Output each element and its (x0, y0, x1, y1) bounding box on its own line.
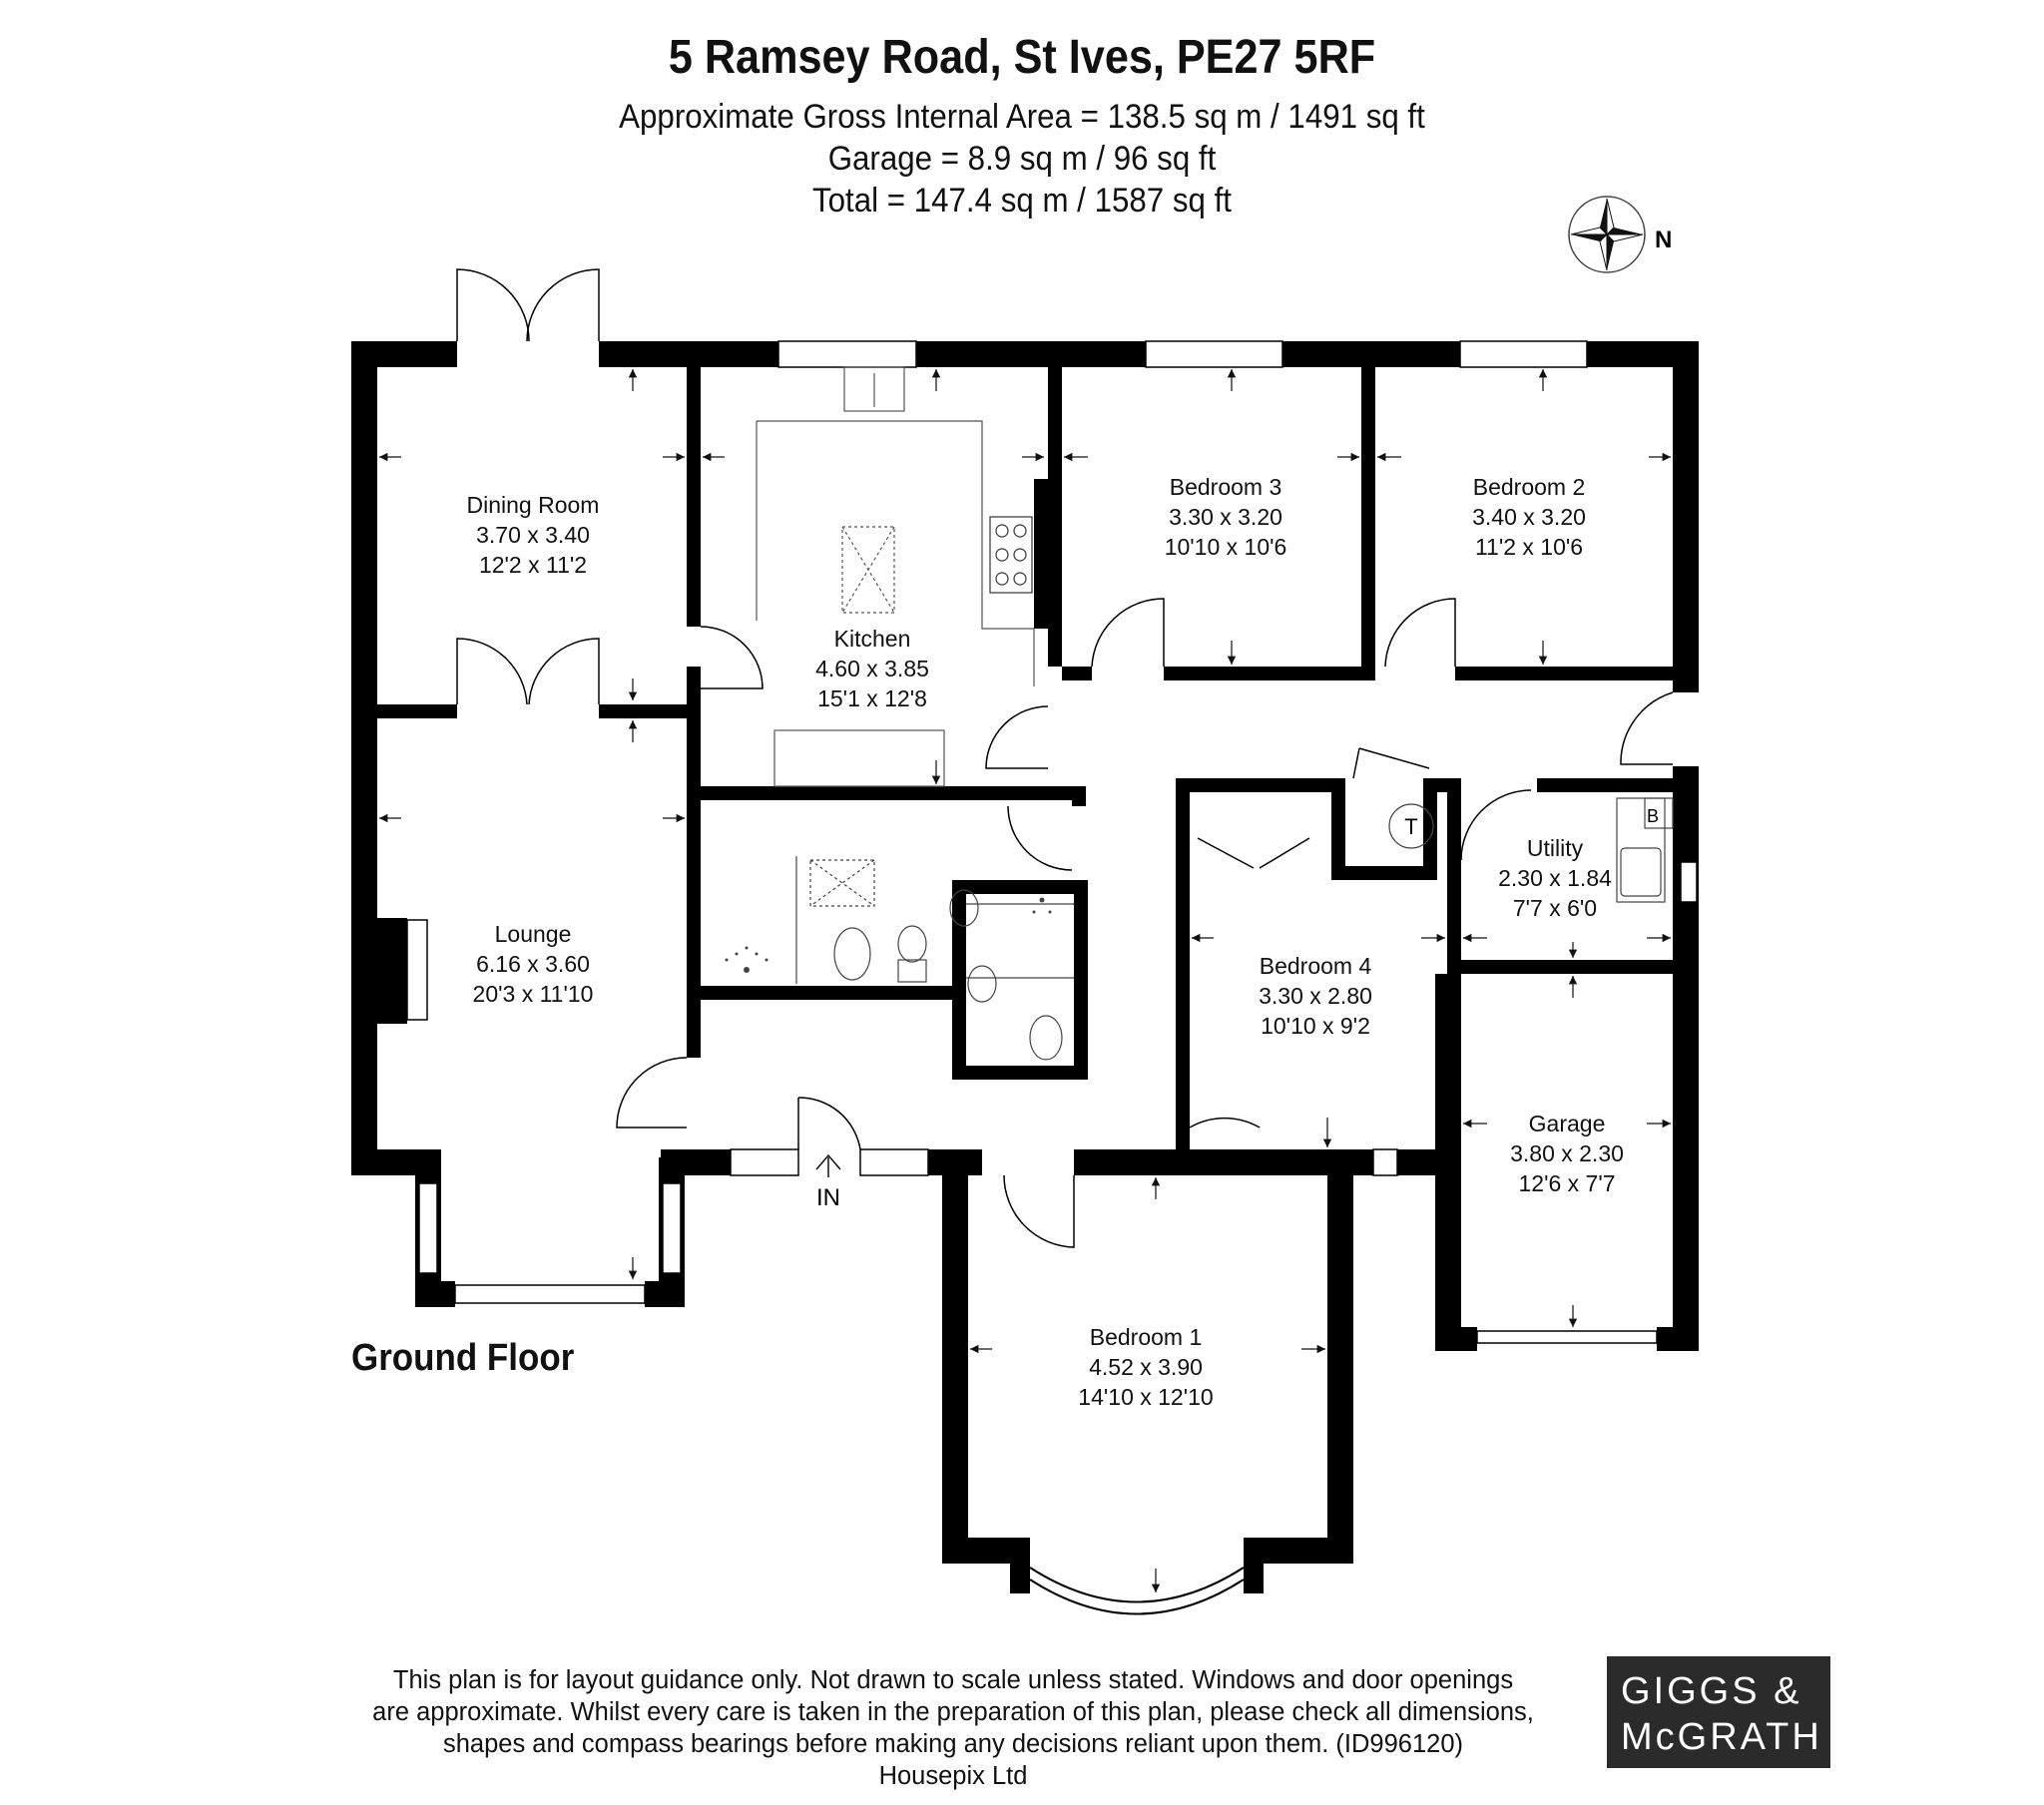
gross-area: Approximate Gross Internal Area = 138.5 … (619, 98, 1425, 136)
bedroom1-imperial: 14'10 x 12'10 (1078, 1384, 1213, 1410)
windows (418, 340, 1698, 1344)
utility-imperial: 7'7 x 6'0 (1513, 895, 1597, 921)
logo-line: GIGGS & (1621, 1670, 1802, 1712)
bedroom4-imperial: 10'10 x 9'2 (1261, 1013, 1370, 1039)
utility-metric: 2.30 x 1.84 (1498, 865, 1612, 891)
boiler-label: B (1647, 806, 1659, 826)
garage-metric: 3.80 x 2.30 (1510, 1140, 1624, 1166)
disclaimer-line: shapes and compass bearings before makin… (442, 1730, 1464, 1758)
shower-icon (725, 897, 1052, 973)
logo-line: McGRATH (1621, 1716, 1822, 1758)
bathroom-fixtures (795, 856, 1074, 1061)
bedroom1-metric: 4.52 x 3.90 (1089, 1354, 1203, 1380)
bedroom3-name: Bedroom 3 (1170, 474, 1282, 500)
dimension-arrows (379, 369, 1671, 1592)
bedroom3-imperial: 10'10 x 10'6 (1165, 534, 1287, 560)
dining-room-imperial: 12'2 x 11'2 (479, 552, 587, 578)
garage-area: Garage = 8.9 sq m / 96 sq ft (827, 140, 1217, 178)
total-area: Total = 147.4 sq m / 1587 sq ft (812, 182, 1232, 220)
tank-icon (1388, 803, 1434, 849)
utility-name: Utility (1527, 835, 1584, 861)
kitchen-units (756, 366, 1035, 787)
bedroom2-metric: 3.40 x 3.20 (1472, 504, 1586, 530)
entrance-label: IN (816, 1184, 840, 1211)
bay-window (1029, 1567, 1245, 1603)
compass-north-label: N (1655, 226, 1672, 253)
compass-icon (1568, 196, 1646, 273)
doors (456, 268, 1674, 1248)
page-title: 5 Ramsey Road, St Ives, PE27 5RF (668, 31, 1376, 84)
lounge-name: Lounge (495, 921, 572, 947)
bedroom2-name: Bedroom 2 (1473, 474, 1586, 500)
utility-fixtures (1616, 797, 1674, 903)
garage-name: Garage (1529, 1111, 1606, 1136)
bedroom3-metric: 3.30 x 3.20 (1169, 504, 1282, 530)
dining-room-metric: 3.70 x 3.40 (476, 522, 590, 548)
disclaimer-line: This plan is for layout guidance only. N… (392, 1666, 1514, 1694)
walls (351, 341, 1699, 1593)
disclaimer-line: are approximate. Whilst every care is ta… (372, 1698, 1534, 1726)
disclaimer: This plan is for layout guidance only. N… (329, 1664, 1577, 1792)
disclaimer-credit: Housepix Ltd (878, 1762, 1028, 1790)
bedroom2-imperial: 11'2 x 10'6 (1475, 534, 1583, 560)
bedroom1-name: Bedroom 1 (1090, 1324, 1203, 1350)
kitchen-imperial: 15'1 x 12'8 (817, 685, 927, 711)
garage-imperial: 12'6 x 7'7 (1518, 1170, 1615, 1196)
tank-label: T (1404, 814, 1417, 839)
kitchen-metric: 4.60 x 3.85 (815, 656, 929, 681)
agent-logo: GIGGS & McGRATH (1607, 1656, 1830, 1768)
entrance-arrow-icon (815, 1153, 841, 1177)
lounge-metric: 6.16 x 3.60 (476, 951, 590, 977)
hob-icon (989, 516, 1033, 594)
fireplace (406, 919, 428, 1021)
dining-room-name: Dining Room (467, 492, 600, 518)
lounge-imperial: 20'3 x 11'10 (473, 981, 594, 1007)
floor-label: Ground Floor (351, 1337, 575, 1379)
kitchen-name: Kitchen (834, 626, 911, 652)
bedroom4-name: Bedroom 4 (1260, 953, 1372, 979)
bedroom4-metric: 3.30 x 2.80 (1259, 983, 1372, 1009)
